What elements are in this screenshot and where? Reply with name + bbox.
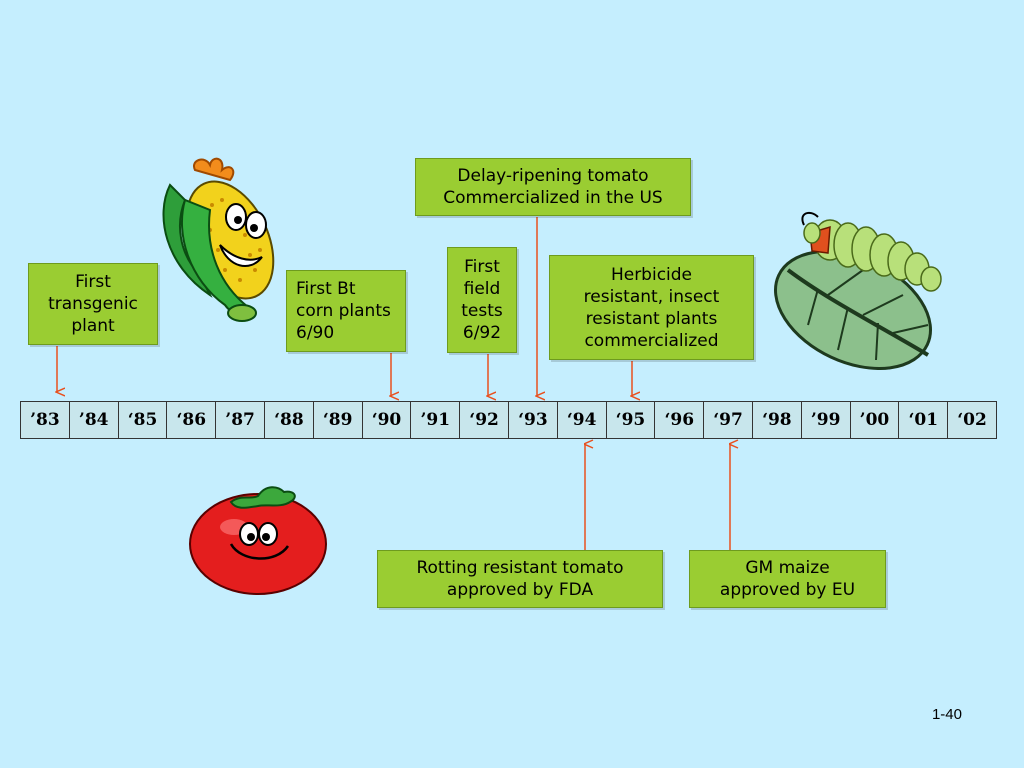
- year-cell: ‘85: [119, 402, 168, 438]
- tomato-cartoon-image: [189, 486, 327, 595]
- year-cell: ’99: [802, 402, 851, 438]
- year-cell: ’83: [21, 402, 70, 438]
- year-timeline: ’83’84‘85‘86’87‘88‘89‘90’91‘92‘93‘94‘95‘…: [20, 401, 997, 439]
- year-cell: ‘01: [899, 402, 949, 438]
- box-delay-ripening-tomato-text: Delay-ripening tomato Commercialized in …: [443, 166, 663, 208]
- box-first-transgenic-plant: First transgenic plant: [28, 263, 158, 345]
- year-cell: ‘86: [167, 402, 217, 438]
- box-gm-maize-text: GM maize approved by EU: [719, 558, 856, 600]
- year-cell: ‘95: [607, 402, 656, 438]
- year-cell: ‘96: [655, 402, 705, 438]
- box-herbicide-resistant-text: Herbicide resistant, insect resistant pl…: [583, 264, 720, 351]
- year-cell: ‘98: [753, 402, 802, 438]
- box-rotting-resistant-tomato-text: Rotting resistant tomato approved by FDA: [416, 558, 624, 600]
- caterpillar-on-leaf-image: [774, 211, 942, 370]
- year-cell: ’00: [851, 402, 900, 438]
- year-cell: ’91: [411, 402, 461, 438]
- year-cell: ’87: [216, 402, 265, 438]
- box-first-field-tests-text: First field tests 6/92: [461, 257, 503, 343]
- year-cell: ’84: [70, 402, 119, 438]
- year-cell: ‘94: [558, 402, 607, 438]
- box-gm-maize: GM maize approved by EU: [689, 550, 886, 608]
- box-rotting-resistant-tomato: Rotting resistant tomato approved by FDA: [377, 550, 663, 608]
- year-cell: ‘90: [363, 402, 412, 438]
- box-herbicide-resistant: Herbicide resistant, insect resistant pl…: [549, 255, 754, 360]
- year-cell: ‘92: [460, 402, 509, 438]
- corn-cartoon-image: [162, 157, 275, 322]
- year-cell: ‘89: [314, 402, 363, 438]
- year-cell: ‘97: [704, 402, 753, 438]
- year-cell: ‘93: [509, 402, 558, 438]
- slide-number: 1-40: [931, 706, 962, 723]
- box-first-transgenic-plant-text: First transgenic plant: [48, 272, 138, 336]
- box-first-bt-corn-text: First Bt corn plants 6/90: [296, 279, 391, 343]
- box-first-field-tests: First field tests 6/92: [447, 247, 517, 353]
- box-first-bt-corn: First Bt corn plants 6/90: [286, 270, 406, 352]
- year-cell: ‘02: [957, 410, 987, 430]
- year-cell: ‘88: [265, 402, 314, 438]
- box-delay-ripening-tomato: Delay-ripening tomato Commercialized in …: [415, 158, 691, 216]
